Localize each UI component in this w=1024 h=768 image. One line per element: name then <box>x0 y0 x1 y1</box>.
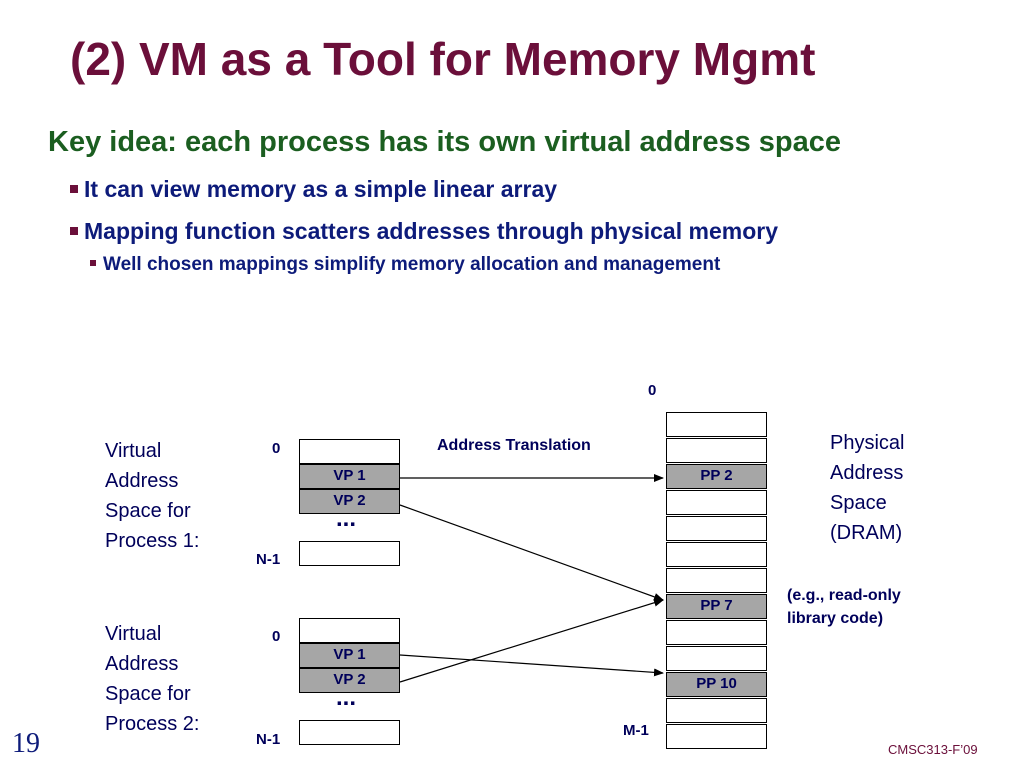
address-translation-label: Address Translation <box>437 437 591 454</box>
process2-vp1: VP 1 <box>299 643 400 668</box>
process1-label-line: Process 1: <box>105 530 200 552</box>
slide-title: (2) VM as a Tool for Memory Mgmt <box>70 33 816 85</box>
process1-zero-label: 0 <box>272 440 281 457</box>
process2-page-empty <box>299 618 400 643</box>
shared-page-note: (e.g., read-only library code) <box>787 584 901 630</box>
process1-vp1: VP 1 <box>299 464 400 489</box>
process1-page-last <box>299 541 400 566</box>
process2-label-line: Address <box>105 653 179 675</box>
physical-page <box>666 568 767 593</box>
physical-label: Physical Address Space (DRAM) <box>830 428 904 548</box>
bullet-1: It can view memory as a simple linear ar… <box>70 176 557 203</box>
process1-n1-label: N-1 <box>256 551 281 568</box>
process1-vp2: VP 2 <box>299 489 400 514</box>
process1-ellipsis: ... <box>336 505 357 532</box>
physical-page <box>666 516 767 541</box>
process2-label-line: Space for <box>105 683 191 705</box>
process1-label-line: Address <box>105 470 179 492</box>
physical-page <box>666 542 767 567</box>
process1-page-empty <box>299 439 400 464</box>
bullet-2-text: Mapping function scatters addresses thro… <box>84 218 778 244</box>
physical-page <box>666 490 767 515</box>
bullet-2: Mapping function scatters addresses thro… <box>70 218 778 245</box>
arrow-p2vp2-to-pp7 <box>399 598 664 683</box>
physical-label-line: Physical <box>830 432 905 454</box>
note-line: (e.g., read-only <box>787 587 901 604</box>
physical-pp2: PP 2 <box>666 464 767 489</box>
key-idea: Key idea: each process has its own virtu… <box>48 126 842 158</box>
physical-label-line: (DRAM) <box>830 522 903 544</box>
process2-zero-label: 0 <box>272 628 281 645</box>
physical-m1-label: M-1 <box>623 722 649 739</box>
course-footer: CMSC313-F’09 <box>888 742 978 757</box>
physical-pp7: PP 7 <box>666 594 767 619</box>
physical-label-line: Address <box>830 462 904 484</box>
note-line: library code) <box>787 610 884 627</box>
process2-label: Virtual Address Space for Process 2: <box>105 619 199 739</box>
bullet-square-icon <box>70 226 78 235</box>
physical-page <box>666 412 767 437</box>
sub-bullet-text: Well chosen mappings simplify memory all… <box>103 254 721 275</box>
physical-page <box>666 646 767 671</box>
process2-n1-label: N-1 <box>256 731 281 748</box>
process2-ellipsis: ... <box>336 684 357 711</box>
physical-page <box>666 724 767 749</box>
arrow-p1vp2-to-pp7 <box>399 504 664 601</box>
physical-label-line: Space <box>830 492 887 514</box>
process2-vp2: VP 2 <box>299 668 400 693</box>
process2-page-last <box>299 720 400 745</box>
process1-label-line: Virtual <box>105 440 162 462</box>
bullet-square-icon <box>90 259 96 266</box>
physical-page <box>666 698 767 723</box>
arrow-p2vp1-to-pp10 <box>399 654 664 677</box>
physical-page <box>666 620 767 645</box>
process2-label-line: Virtual <box>105 623 162 645</box>
bullet-1-text: It can view memory as a simple linear ar… <box>84 176 558 202</box>
physical-memory-column: PP 2 PP 7 PP 10 <box>666 412 767 749</box>
bullet-square-icon <box>70 184 78 193</box>
physical-pp10: PP 10 <box>666 672 767 697</box>
physical-page <box>666 438 767 463</box>
physical-zero-label: 0 <box>648 382 657 399</box>
process1-label: Virtual Address Space for Process 1: <box>105 436 199 556</box>
process1-label-line: Space for <box>105 500 191 522</box>
process2-label-line: Process 2: <box>105 713 200 735</box>
sub-bullet: Well chosen mappings simplify memory all… <box>90 254 720 276</box>
slide-number: 19 <box>12 728 40 759</box>
